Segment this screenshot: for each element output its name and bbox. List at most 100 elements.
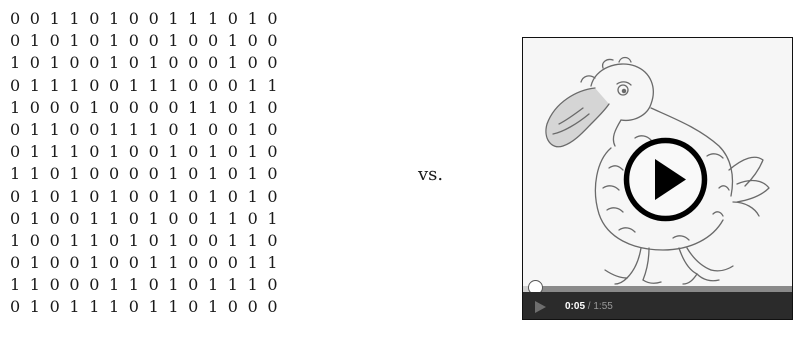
play-overlay-button[interactable] (623, 137, 708, 222)
binary-digit: 1 (69, 75, 81, 95)
binary-digit: 0 (89, 186, 100, 206)
binary-digit: 0 (188, 75, 199, 95)
binary-digit: 0 (148, 31, 160, 51)
binary-digit: 1 (29, 31, 41, 51)
binary-digit: 0 (69, 53, 81, 73)
video-frame[interactable] (523, 38, 792, 286)
time-separator: / (585, 301, 594, 312)
play-button[interactable] (523, 292, 557, 319)
binary-digit: 0 (10, 253, 21, 273)
binary-digit: 1 (168, 164, 180, 184)
binary-digit: 0 (227, 164, 239, 184)
binary-digit: 0 (207, 230, 219, 250)
binary-digit: 1 (168, 186, 180, 206)
binary-digit: 0 (10, 142, 21, 162)
binary-digit: 1 (108, 31, 120, 51)
binary-digit: 1 (148, 75, 160, 95)
binary-digit: 0 (69, 253, 81, 273)
binary-digit: 0 (247, 297, 259, 317)
binary-digit: 0 (10, 297, 21, 317)
binary-digit: 1 (29, 75, 41, 95)
binary-digit: 0 (10, 186, 21, 206)
binary-digit: 1 (108, 275, 120, 295)
binary-digit: 1 (207, 186, 219, 206)
binary-digit: 1 (49, 119, 61, 139)
binary-digit: 0 (168, 208, 180, 228)
binary-digit: 1 (188, 97, 199, 117)
binary-digit: 0 (108, 253, 120, 273)
binary-digit: 0 (128, 297, 140, 317)
binary-digit: 1 (108, 208, 120, 228)
binary-digit: 1 (29, 275, 41, 295)
binary-digit: 1 (168, 230, 180, 250)
binary-digit: 1 (168, 297, 180, 317)
binary-digit: 0 (29, 230, 41, 250)
binary-digit: 0 (10, 208, 21, 228)
binary-digit: 0 (89, 275, 100, 295)
binary-digit: 1 (49, 75, 61, 95)
binary-digit: 1 (148, 53, 160, 73)
binary-digit: 0 (108, 75, 120, 95)
comparison-label: vs. (418, 164, 444, 185)
video-player[interactable]: 0:05 / 1:55 (522, 37, 793, 320)
binary-digit: 0 (227, 119, 239, 139)
binary-digit: 1 (49, 53, 61, 73)
binary-digit: 0 (148, 186, 160, 206)
binary-digit: 1 (227, 31, 239, 51)
binary-digit: 0 (168, 53, 180, 73)
binary-digit: 1 (207, 275, 219, 295)
binary-digit: 0 (128, 9, 140, 28)
binary-digit: 1 (49, 142, 61, 162)
binary-digit: 1 (69, 142, 81, 162)
binary-digit: 1 (227, 230, 239, 250)
binary-digit: 0 (128, 253, 140, 273)
binary-digit: 1 (168, 142, 180, 162)
binary-digit: 0 (29, 97, 41, 117)
binary-digit: 1 (148, 208, 160, 228)
binary-digit: 0 (69, 275, 81, 295)
binary-digit: 1 (207, 164, 219, 184)
binary-digit: 1 (128, 230, 140, 250)
progress-track[interactable] (523, 280, 792, 295)
binary-digit: 0 (227, 253, 239, 273)
binary-digit: 1 (168, 9, 180, 28)
binary-digit: 0 (128, 208, 140, 228)
binary-digit: 0 (128, 164, 140, 184)
time-display: 0:05 / 1:55 (565, 301, 613, 312)
binary-digit: 1 (247, 119, 259, 139)
binary-digit: 1 (10, 97, 21, 117)
binary-digit: 0 (227, 297, 239, 317)
binary-digit: 1 (227, 208, 239, 228)
binary-digit: 0 (128, 186, 140, 206)
binary-digit: 0 (188, 164, 199, 184)
binary-digit: 1 (267, 253, 279, 273)
binary-digit: 1 (29, 186, 41, 206)
binary-digit: 1 (247, 75, 259, 95)
duration-time: 1:55 (593, 301, 613, 312)
binary-digit: 0 (247, 53, 259, 73)
binary-digit: 1 (227, 53, 239, 73)
binary-digit: 0 (267, 164, 279, 184)
binary-digit: 0 (267, 142, 279, 162)
binary-digit: 0 (227, 75, 239, 95)
binary-digit: 1 (29, 119, 41, 139)
binary-digit: 1 (128, 275, 140, 295)
binary-digit: 1 (247, 142, 259, 162)
binary-digit: 1 (247, 9, 259, 28)
binary-digit: 0 (49, 297, 61, 317)
binary-digit: 1 (108, 53, 120, 73)
binary-digit: 1 (227, 275, 239, 295)
binary-digit: 0 (267, 31, 279, 51)
binary-digit: 0 (148, 142, 160, 162)
binary-digit: 0 (188, 275, 199, 295)
